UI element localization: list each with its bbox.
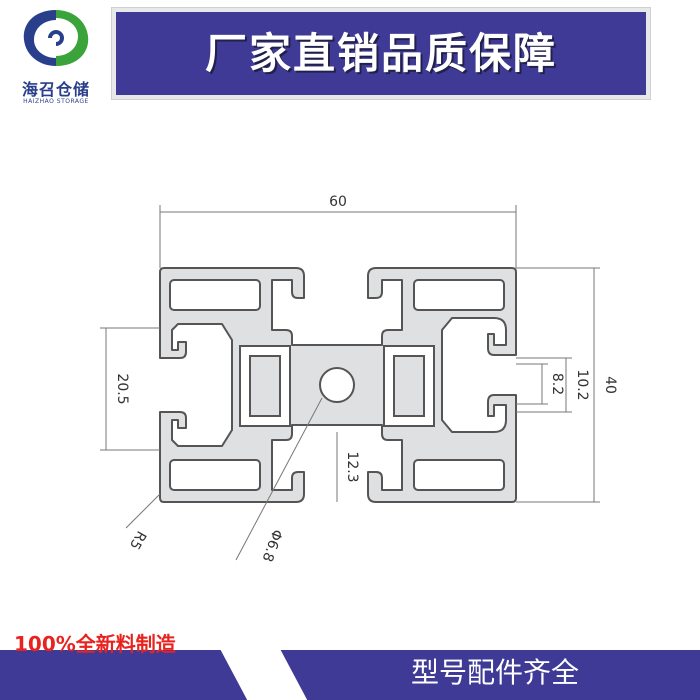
dimension-height-label: 40 — [602, 376, 618, 394]
dimension-width-label: 60 — [329, 194, 347, 210]
brand-logo: 海召仓储 HAIZHAO STORAGE — [8, 6, 104, 106]
profile-drawing: 60 40 20.5 10.2 8.2 12.3 R5 Φ6.8 — [0, 110, 700, 630]
footer-left-slogan: 100%全新料制造 — [14, 632, 176, 656]
footer-strip — [0, 650, 700, 700]
header-banner: 厂家直销品质保障 — [112, 8, 650, 99]
logo-mark-icon — [23, 10, 89, 66]
logo-english-name: HAIZHAO STORAGE — [23, 98, 89, 105]
dimension-slot-inner-label: 8.2 — [549, 373, 565, 395]
banner-title: 厂家直销品质保障 — [204, 29, 557, 78]
center-hole-shape — [319, 367, 355, 403]
dimension-center-hole-label: Φ6.8 — [259, 527, 285, 564]
logo-chinese-name: 海召仓储 — [21, 80, 90, 99]
dimension-center-offset-label: 12.3 — [344, 451, 360, 482]
dimension-corner-radius-label: R5 — [126, 528, 149, 552]
dimension-slot-outer-label: 10.2 — [574, 369, 590, 400]
dimension-slot-pitch-label: 20.5 — [114, 373, 130, 404]
profile-cross-section-svg: 60 40 20.5 10.2 8.2 12.3 R5 Φ6.8 — [100, 194, 618, 564]
dimension-lines — [100, 205, 600, 561]
aluminum-profile-shape — [159, 267, 517, 503]
footer-right-slogan: 型号配件齐全 — [410, 656, 579, 689]
